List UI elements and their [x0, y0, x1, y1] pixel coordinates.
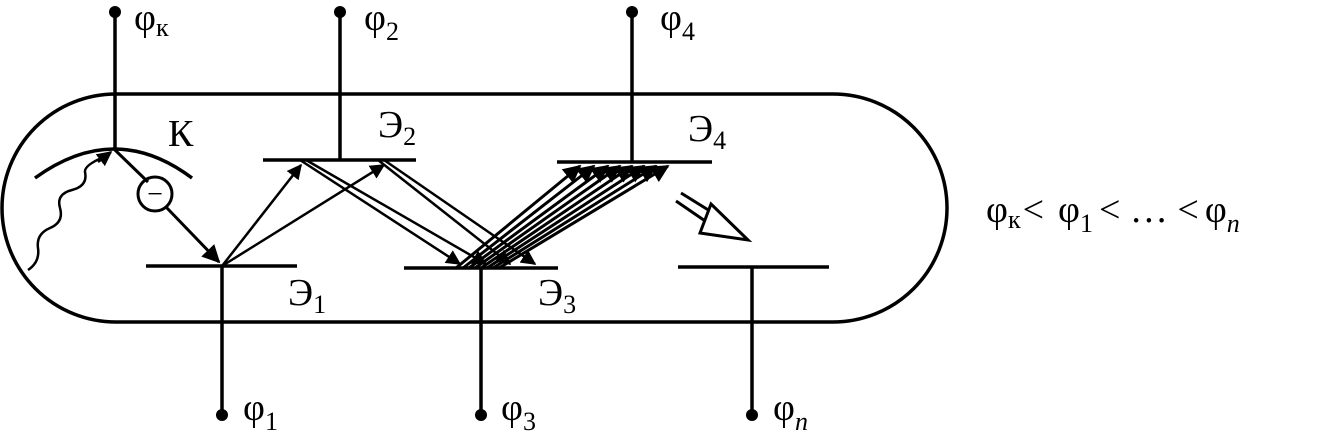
terminal-dot-4 [626, 6, 638, 18]
potential-n-label: φn [773, 387, 808, 434]
potential-4-label: φ4 [660, 0, 695, 46]
potential-k-label: φк [134, 0, 169, 42]
potential-1-label: φ1 [243, 387, 278, 434]
terminal-dot-1 [216, 409, 228, 421]
potential-relation: φк<φ1< … <φn [986, 189, 1240, 238]
terminal-dot-3 [475, 409, 487, 421]
cathode-label: К [168, 113, 194, 155]
tube-envelope [0, 92, 949, 324]
electron-sign: − [147, 179, 163, 210]
terminal-dot-2 [334, 6, 346, 18]
dynode-3-label: Э3 [538, 272, 576, 319]
output-arrow [675, 191, 753, 243]
dynode-2-label: Э2 [378, 104, 416, 151]
electron-path-k-e1b [164, 205, 221, 264]
electrons-e3-e4 [455, 164, 670, 270]
photon-wave [27, 154, 107, 272]
electron-circle [136, 175, 174, 213]
electrons-e1-e2 [221, 163, 386, 268]
terminal-dot-k [109, 6, 121, 18]
electrons-e2-e3 [299, 158, 537, 266]
photon-arrow-tip [95, 151, 113, 167]
dynode-4-label: Э4 [688, 108, 726, 155]
potential-3-label: φ3 [501, 387, 536, 434]
electron-path-k-e1 [113, 148, 150, 184]
terminal-dot-n [746, 409, 758, 421]
potential-2-label: φ2 [364, 0, 399, 46]
dynode-1-label: Э1 [288, 272, 326, 319]
